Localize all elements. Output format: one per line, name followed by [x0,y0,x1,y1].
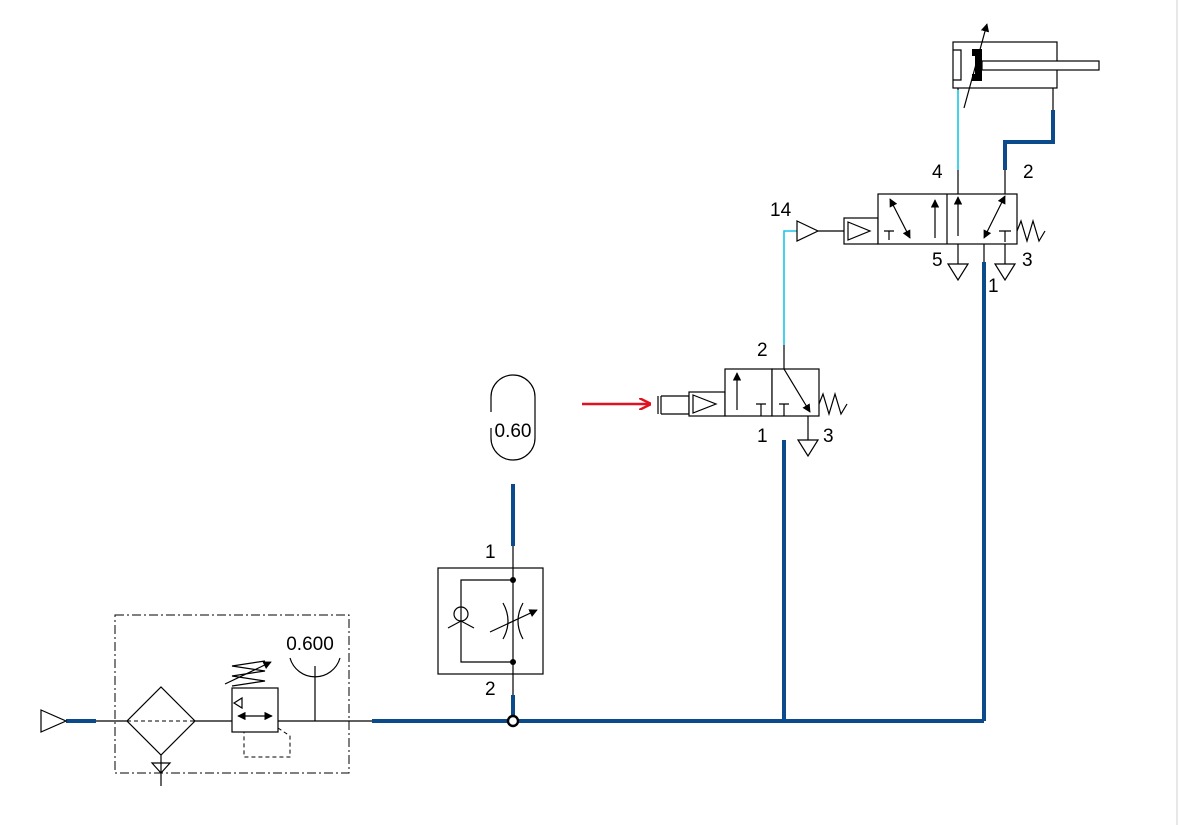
port-label: 1 [485,542,496,563]
filter-icon [96,686,232,756]
port-label: 3 [823,426,834,447]
junction-node [506,714,520,728]
push-button-valve-3-2: 2 1 3 [582,340,848,458]
exhaust-icon [796,416,820,458]
port-label: 3 [1022,250,1033,271]
exhaust-icon [946,244,970,282]
gauge-value: 0.600 [286,634,334,655]
frl-unit: 0.600 [96,614,372,786]
port-label: 4 [932,162,943,183]
port-label: 5 [932,250,943,271]
pilot-signal-icon [796,220,820,242]
port-label: 2 [1023,162,1034,183]
air-source-icon [40,709,68,733]
pressure-regulator-icon [231,687,279,733]
port-label: 14 [770,200,792,221]
flow-control-valve: 1 2 [437,542,544,700]
port-label: 1 [988,276,999,297]
main-supply-line [66,110,1055,723]
pilot-valve-5-2: 14 4 2 5 1 3 [770,162,1046,297]
port-label: 1 [757,426,768,447]
throttle-icon [502,602,524,640]
double-acting-cylinder [952,23,1100,110]
port-label: 2 [485,679,496,700]
spring-icon [231,660,266,687]
reservoir-value: 0.60 [495,421,532,442]
air-reservoir: 0.60 [490,374,536,461]
spring-icon [1016,218,1046,244]
spring-icon [818,391,848,417]
pressure-gauge-icon [289,657,341,678]
port-label: 2 [757,340,768,361]
pilot-lines [783,90,959,345]
exhaust-icon [993,244,1017,282]
